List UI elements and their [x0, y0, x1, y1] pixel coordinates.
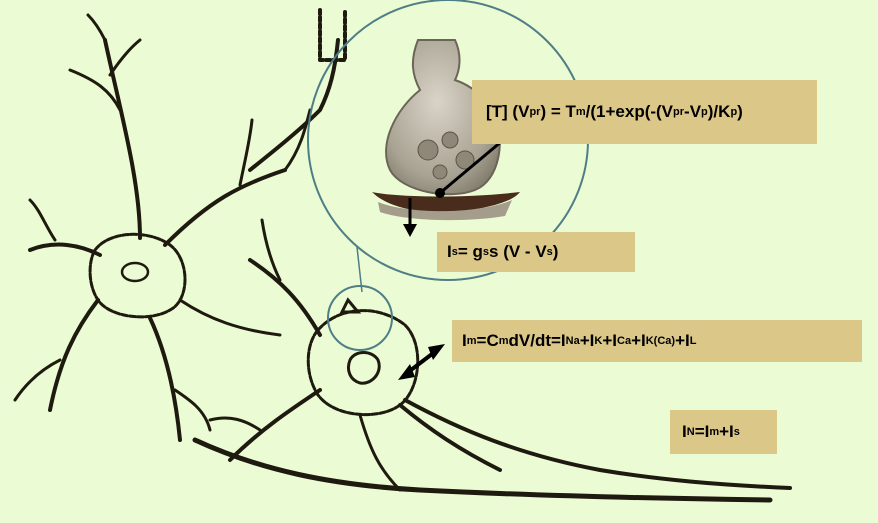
eq-subscript: m	[709, 426, 719, 438]
eq-subscript: Ca	[617, 335, 631, 347]
eq-subscript: pr	[673, 106, 684, 118]
eq-part: = g	[458, 242, 483, 262]
eq-subscript: m	[499, 335, 509, 347]
eq-part: +I	[719, 422, 734, 442]
eq-part: +I	[602, 331, 617, 351]
eq-part: )	[553, 242, 559, 262]
eq-part: [T] (V	[486, 102, 529, 122]
eq-part: +I	[580, 331, 595, 351]
eq-part: /(1+exp(-(V	[586, 102, 673, 122]
eq-subscript: K(Ca)	[646, 335, 675, 347]
eq-subscript: p	[701, 106, 708, 118]
eq-part: s (V - V	[489, 242, 547, 262]
eq-subscript: s	[734, 426, 740, 438]
eq-subscript: pr	[529, 106, 540, 118]
eq-part: +I	[631, 331, 646, 351]
eq-part: =C	[477, 331, 499, 351]
eq-part: dV/dt=I	[509, 331, 566, 351]
eq-part: )/K	[708, 102, 731, 122]
eq-subscript: L	[690, 335, 697, 347]
neuron-left	[15, 10, 345, 440]
eq-subscript: m	[576, 106, 586, 118]
eq-subscript: p	[730, 106, 737, 118]
eq-subscript: m	[467, 335, 477, 347]
eq-subscript: K	[594, 335, 602, 347]
current-flow-arrow	[398, 344, 445, 380]
eq-part: )	[737, 102, 743, 122]
eq-part: +I	[675, 331, 690, 351]
eq-part: ) = T	[540, 102, 575, 122]
eq-subscript: Na	[566, 335, 580, 347]
eq-part: =I	[695, 422, 710, 442]
eq-part: -V	[684, 102, 701, 122]
eq-subscript: N	[687, 426, 695, 438]
